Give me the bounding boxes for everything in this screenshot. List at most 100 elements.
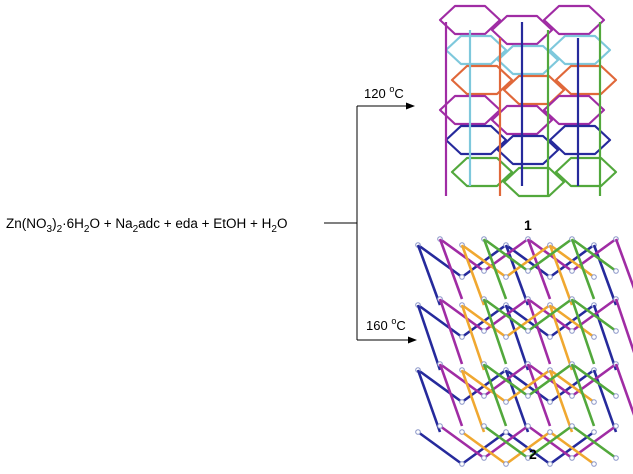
metal-node <box>591 334 597 340</box>
honeycomb-ring <box>444 124 508 156</box>
diamondoid-link <box>526 298 552 365</box>
metal-node <box>459 274 465 280</box>
honeycomb-ring <box>542 94 606 126</box>
framework-2-illustration <box>415 236 633 467</box>
diamondoid-chain <box>417 430 595 466</box>
metal-node <box>569 328 575 334</box>
metal-node <box>525 423 531 429</box>
metal-node <box>503 274 509 280</box>
diamondoid-link <box>592 304 618 371</box>
metal-node <box>525 268 531 274</box>
diamondoid-link <box>570 363 596 427</box>
diamondoid-link <box>482 298 508 365</box>
diamondoid-link <box>614 298 633 354</box>
diamondoid-link <box>416 244 442 306</box>
metal-node <box>481 455 487 461</box>
metal-node <box>613 268 619 274</box>
diamondoid-chain <box>483 424 617 460</box>
metal-node <box>547 334 553 340</box>
diamondoid-link <box>570 238 596 300</box>
metal-node <box>591 429 597 435</box>
metal-node <box>415 429 421 435</box>
diamondoid-chain <box>461 303 595 339</box>
framework-1-illustration <box>438 4 618 198</box>
product-label-1: 1 <box>524 217 532 233</box>
diamondoid-chain <box>461 368 595 404</box>
honeycomb-ring <box>438 4 502 36</box>
honeycomb-ring <box>496 134 560 166</box>
metal-node <box>569 268 575 274</box>
diamondoid-link <box>416 304 442 371</box>
diamondoid-link <box>592 244 618 306</box>
diamondoid-link <box>438 238 464 300</box>
diamondoid-chain <box>461 430 595 466</box>
diamondoid-chain <box>483 237 617 273</box>
honeycomb-ring <box>554 64 618 96</box>
diamondoid-link <box>504 369 530 433</box>
metal-node <box>481 328 487 334</box>
honeycomb-ring <box>502 166 566 198</box>
diamondoid-link <box>526 363 552 427</box>
metal-node <box>481 423 487 429</box>
diamondoid-link <box>482 363 508 427</box>
metal-node <box>503 429 509 435</box>
condition-lower: 160 oC <box>366 316 406 333</box>
metal-node <box>591 461 597 467</box>
metal-node <box>591 274 597 280</box>
diamondoid-link <box>548 244 574 306</box>
metal-node <box>613 393 619 399</box>
diamondoid-link <box>504 244 530 306</box>
honeycomb-ring <box>450 64 514 96</box>
diamondoid-chain <box>461 243 595 279</box>
metal-node <box>503 399 509 405</box>
arrowhead-upper <box>406 102 415 110</box>
diamondoid-chain <box>483 362 617 398</box>
honeycomb-ring <box>490 104 554 136</box>
diamondoid-link <box>482 238 508 300</box>
metal-node <box>613 455 619 461</box>
metal-node <box>547 429 553 435</box>
honeycomb-ring <box>490 14 554 46</box>
arrowhead-lower <box>408 336 417 344</box>
reagents-text: Zn(NO3)2·6H2O + Na2adc + eda + EtOH + H2… <box>6 216 287 235</box>
branch-arrows <box>324 105 410 341</box>
metal-node <box>481 393 487 399</box>
diamondoid-link <box>614 238 633 290</box>
metal-node <box>503 334 509 340</box>
metal-node <box>591 399 597 405</box>
metal-node <box>459 461 465 467</box>
diamondoid-link <box>438 363 464 427</box>
metal-node <box>547 399 553 405</box>
diamondoid-link <box>526 238 552 300</box>
metal-node <box>459 429 465 435</box>
metal-node <box>525 328 531 334</box>
metal-node <box>569 455 575 461</box>
honeycomb-ring <box>554 156 618 188</box>
metal-node <box>613 423 619 429</box>
metal-node <box>613 328 619 334</box>
diamondoid-link <box>460 369 486 433</box>
honeycomb-ring <box>542 4 606 36</box>
diamondoid-link <box>504 304 530 371</box>
condition-upper: 120 oC <box>364 84 404 101</box>
diamondoid-link <box>460 304 486 371</box>
metal-node <box>437 423 443 429</box>
diamondoid-link <box>548 304 574 371</box>
metal-node <box>525 393 531 399</box>
metal-node <box>547 274 553 280</box>
diamondoid-link <box>548 369 574 433</box>
diamondoid-link <box>614 363 633 416</box>
honeycomb-ring <box>502 74 566 106</box>
honeycomb-ring <box>548 34 612 66</box>
diamondoid-link <box>592 369 618 433</box>
honeycomb-ring <box>444 34 508 66</box>
diamondoid-link <box>460 244 486 306</box>
metal-node <box>569 423 575 429</box>
honeycomb-ring <box>496 44 560 76</box>
metal-node <box>503 461 509 467</box>
diamondoid-link <box>438 298 464 365</box>
metal-node <box>569 393 575 399</box>
honeycomb-ring <box>450 156 514 188</box>
metal-node <box>459 399 465 405</box>
